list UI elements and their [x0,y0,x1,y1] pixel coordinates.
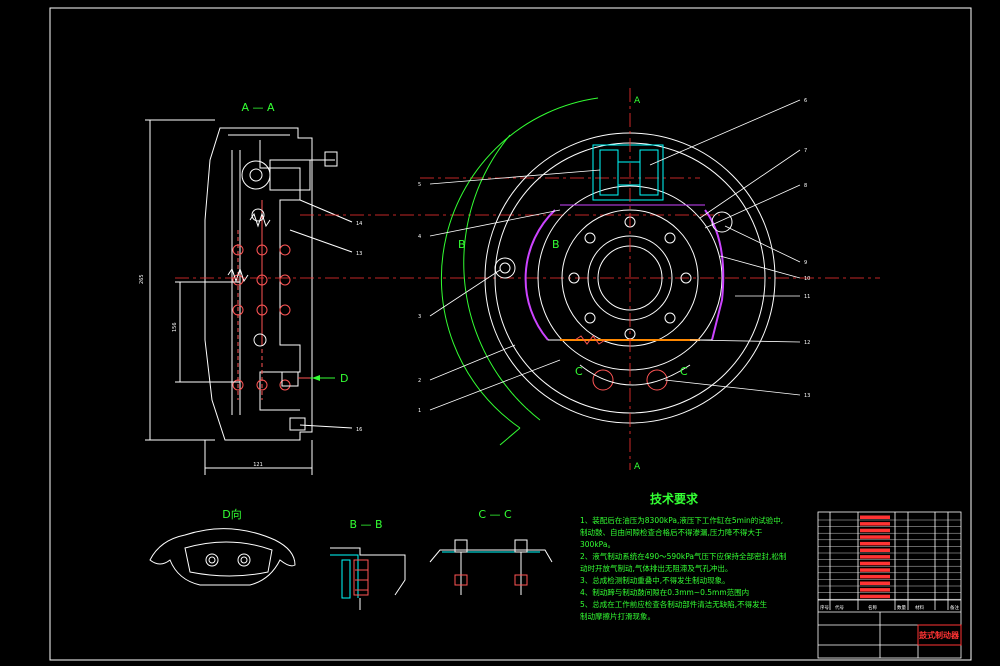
title-block-name: 鼓式制动器 [919,630,960,640]
drawing-border [49,7,972,661]
tb-col-1: 代号 [835,604,844,611]
front-callout-7: 7 [804,148,807,154]
section-cc [429,539,553,595]
front-callout-8: 8 [804,183,807,189]
tech-items: 1、装配后在油压为8300kPa,液压下工作缸在5min的试验中, 制动鼓、自由… [580,515,786,621]
side-callout-16: 16 [356,427,362,433]
marker-b-left: B [458,238,466,251]
tech-line: 5、总成在工作前应检查各制动部件清洁无缺陷,不得发生 [580,599,768,609]
parts-row-name-mark [860,574,890,579]
tb-col-4: 材料 [915,604,924,611]
parts-row-name-mark [860,535,890,539]
front-callout-4: 4 [418,234,421,240]
view-d-title: D向 [222,507,241,521]
tb-col-3: 数量 [897,604,906,611]
section-aa-view [145,119,353,475]
section-bb [330,547,406,610]
marker-c-left: C [575,365,583,378]
front-callout-13: 13 [804,393,810,399]
section-cc-title: C — C [478,508,512,521]
marker-a-bottom: A [634,462,641,472]
title-block-rows [818,515,961,600]
front-callout-12: 12 [804,340,810,346]
side-callout-13: 13 [356,251,362,257]
dim-overall-height: 265 [139,274,145,284]
parts-row-name-mark [860,588,890,592]
marker-b-right: B [552,238,560,251]
section-bb-title: B — B [349,518,382,531]
parts-row-name-mark [860,568,890,572]
title-block [817,511,962,659]
tech-title: 技术要求 [650,491,699,506]
parts-row-name-mark [860,541,890,546]
parts-row-name-mark [860,581,890,585]
front-callout-2: 2 [418,378,421,384]
front-callout-10: 10 [804,276,810,282]
marker-d: D [340,372,348,385]
tb-col-0: 序号 [820,604,829,611]
front-callout-1: 1 [418,408,421,414]
front-view [429,88,801,470]
view-d [149,528,296,586]
front-callout-5: 5 [418,182,421,188]
front-callout-11: 11 [804,294,810,300]
dim-inner-height: 156 [172,322,178,332]
tb-col-5: 备注 [950,604,959,611]
section-aa-title: A — A [241,101,275,114]
tech-line: 动时开放气制动,气体排出无阻滞及气孔冲出。 [580,563,732,573]
tech-line: 3、总成检测制动重叠中,不得发生制动现象。 [580,575,730,585]
parts-row-name-mark [860,515,890,519]
parts-row-name-mark [860,522,890,526]
marker-a-top: A [634,96,641,106]
parts-row-name-mark [860,594,890,599]
parts-row-name-mark [860,548,890,552]
tech-line: 4、制动蹄与制动鼓间隙在0.3mm~0.5mm范围内 [580,587,749,597]
side-callout-14: 14 [356,221,362,227]
front-callout-9: 9 [804,260,807,266]
parts-row-name-mark [860,528,890,533]
front-callout-6: 6 [804,98,807,104]
parts-row-name-mark [860,561,890,566]
title-block-name-box [917,624,962,646]
tech-line: 1、装配后在油压为8300kPa,液压下工作缸在5min的试验中, [580,515,783,525]
dim-bottom-width: 121 [253,462,263,468]
tech-line: 制动摩擦片打滑现象。 [580,611,655,621]
tb-col-2: 名称 [868,604,877,611]
front-callout-3: 3 [418,314,421,320]
tech-line: 300kPa。 [580,540,615,549]
tech-line: 2、液气制动系统在490～590kPa气压下应保持全部密封,松制 [580,551,786,561]
parts-row-name-mark [860,555,890,559]
tech-line: 制动鼓、自由间隙检查合格后不得渗漏,压力降不得大于 [580,527,763,537]
marker-c-right: C [680,365,688,378]
